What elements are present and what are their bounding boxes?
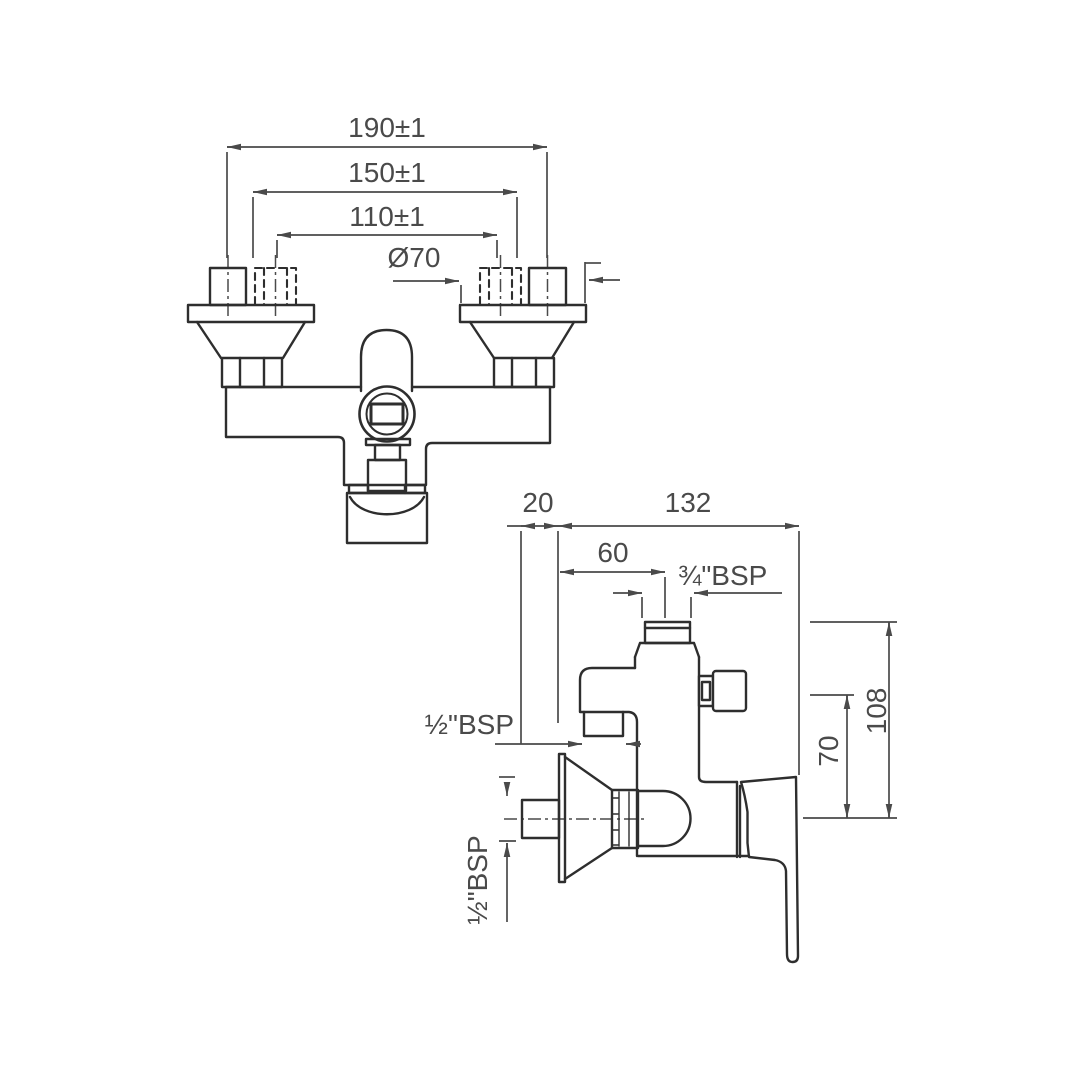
wall-inlet-nipple [520, 798, 561, 840]
bottom-outlet [345, 483, 429, 545]
dim-190: 190±1 [226, 112, 548, 258]
connection-dome [636, 789, 692, 848]
thread-collar [610, 788, 640, 850]
dim-label-70: 70 [813, 735, 844, 766]
dim-108: 108 [803, 621, 897, 819]
dim-label-132: 132 [665, 487, 712, 518]
wall-escutcheon-cone [557, 752, 614, 884]
dim-label-108: 108 [861, 688, 892, 735]
dim-110: 110±1 [276, 201, 498, 258]
mixer-body [224, 385, 552, 493]
dim-thread-inlet: ½"BSP [462, 776, 516, 925]
dim-label-190: 190±1 [348, 112, 426, 143]
side-view: 20 132 60 ¾"BSP ½"BSP ½"BSP [425, 487, 897, 964]
dim-70: 70 [810, 694, 854, 818]
cartridge-ring [358, 385, 416, 443]
dim-diameter-70: Ø70 [388, 242, 620, 303]
thread-label-side: ½"BSP [425, 709, 514, 740]
dim-label-diameter: Ø70 [388, 242, 441, 273]
dim-label-110: 110±1 [349, 201, 425, 232]
top-outlet [633, 620, 701, 659]
front-centerlines [227, 255, 549, 319]
diverter-knob [697, 669, 748, 713]
shower-outlet-nipple [582, 710, 625, 738]
front-view: 190±1 150±1 110±1 Ø70 [186, 112, 620, 545]
right-inlet-assembly [458, 266, 588, 389]
lever-handle-front [359, 328, 414, 393]
dim-thread-top: ¾"BSP [613, 560, 782, 618]
dim-150: 150±1 [252, 157, 518, 258]
side-body [578, 655, 751, 859]
dim-60: 60 [560, 537, 666, 618]
left-inlet-assembly [186, 266, 316, 389]
dim-thread-side: ½"BSP [425, 709, 641, 748]
dim-label-60: 60 [597, 537, 628, 568]
dim-label-20: 20 [522, 487, 553, 518]
dim-20-132: 20 132 [507, 487, 800, 775]
thread-label-inlet: ½"BSP [462, 835, 493, 924]
lever-handle-side [739, 775, 800, 964]
dim-label-150: 150±1 [348, 157, 426, 188]
thread-label-top: ¾"BSP [678, 560, 767, 591]
